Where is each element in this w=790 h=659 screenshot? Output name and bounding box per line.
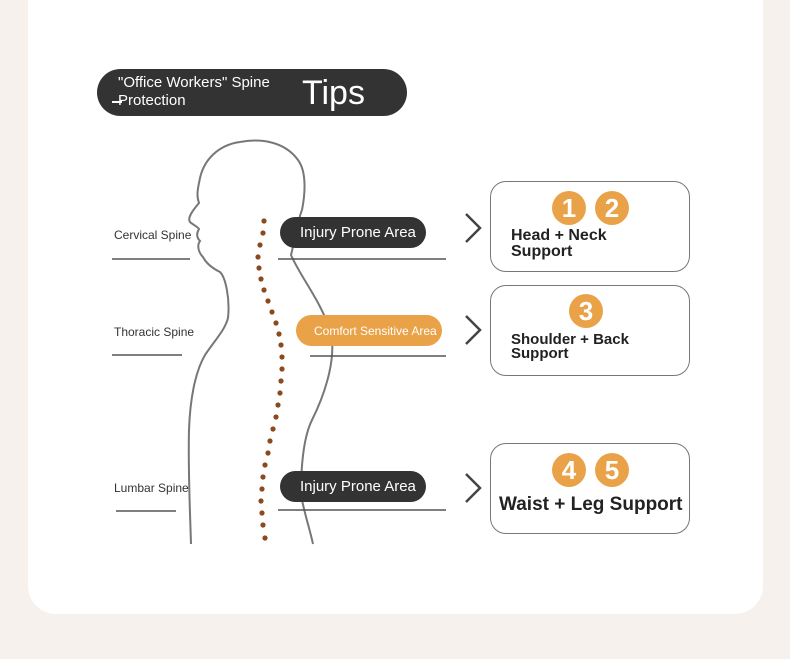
chevron-right-icon (465, 213, 482, 243)
silhouette-front-outline (187, 141, 241, 545)
injury-prone-area-bottom: Injury Prone Area (280, 471, 426, 502)
title-dash (112, 101, 122, 103)
head-neck-support-box: 1 2 Head + Neck Support (490, 181, 690, 272)
lumbar-spine-label: Lumbar Spine (114, 481, 189, 495)
area-label: Injury Prone Area (300, 224, 416, 241)
number-badge-2: 2 (595, 191, 629, 225)
number-badge-5: 5 (595, 453, 629, 487)
area-label: Comfort Sensitive Area (314, 323, 437, 338)
title-subtitle: "Office Workers" Spine Protection (118, 74, 270, 109)
area-label: Injury Prone Area (300, 478, 416, 495)
injury-prone-area-top: Injury Prone Area (280, 217, 426, 248)
cervical-spine-label: Cervical Spine (114, 228, 192, 242)
spine-dots (255, 218, 285, 541)
head-neck-support-label: Head + Neck Support (511, 227, 607, 260)
number-badge-4: 4 (552, 453, 586, 487)
waist-leg-support-box: 4 5 Waist + Leg Support (490, 443, 690, 534)
shoulder-back-support-label: Shoulder + Back Support (511, 331, 629, 362)
chevron-right-icon (465, 315, 482, 345)
chevron-right-icon (465, 473, 482, 503)
title-main: Tips (302, 74, 365, 112)
comfort-sensitive-area: Comfort Sensitive Area (296, 315, 442, 346)
thoracic-spine-label: Thoracic Spine (114, 325, 195, 339)
shoulder-back-support-box: 3 Shoulder + Back Support (490, 285, 690, 376)
number-badge-1: 1 (552, 191, 586, 225)
waist-leg-support-label: Waist + Leg Support (499, 494, 683, 515)
number-badge-3: 3 (569, 294, 603, 328)
title-banner: "Office Workers" Spine Protection Tips (97, 69, 407, 116)
